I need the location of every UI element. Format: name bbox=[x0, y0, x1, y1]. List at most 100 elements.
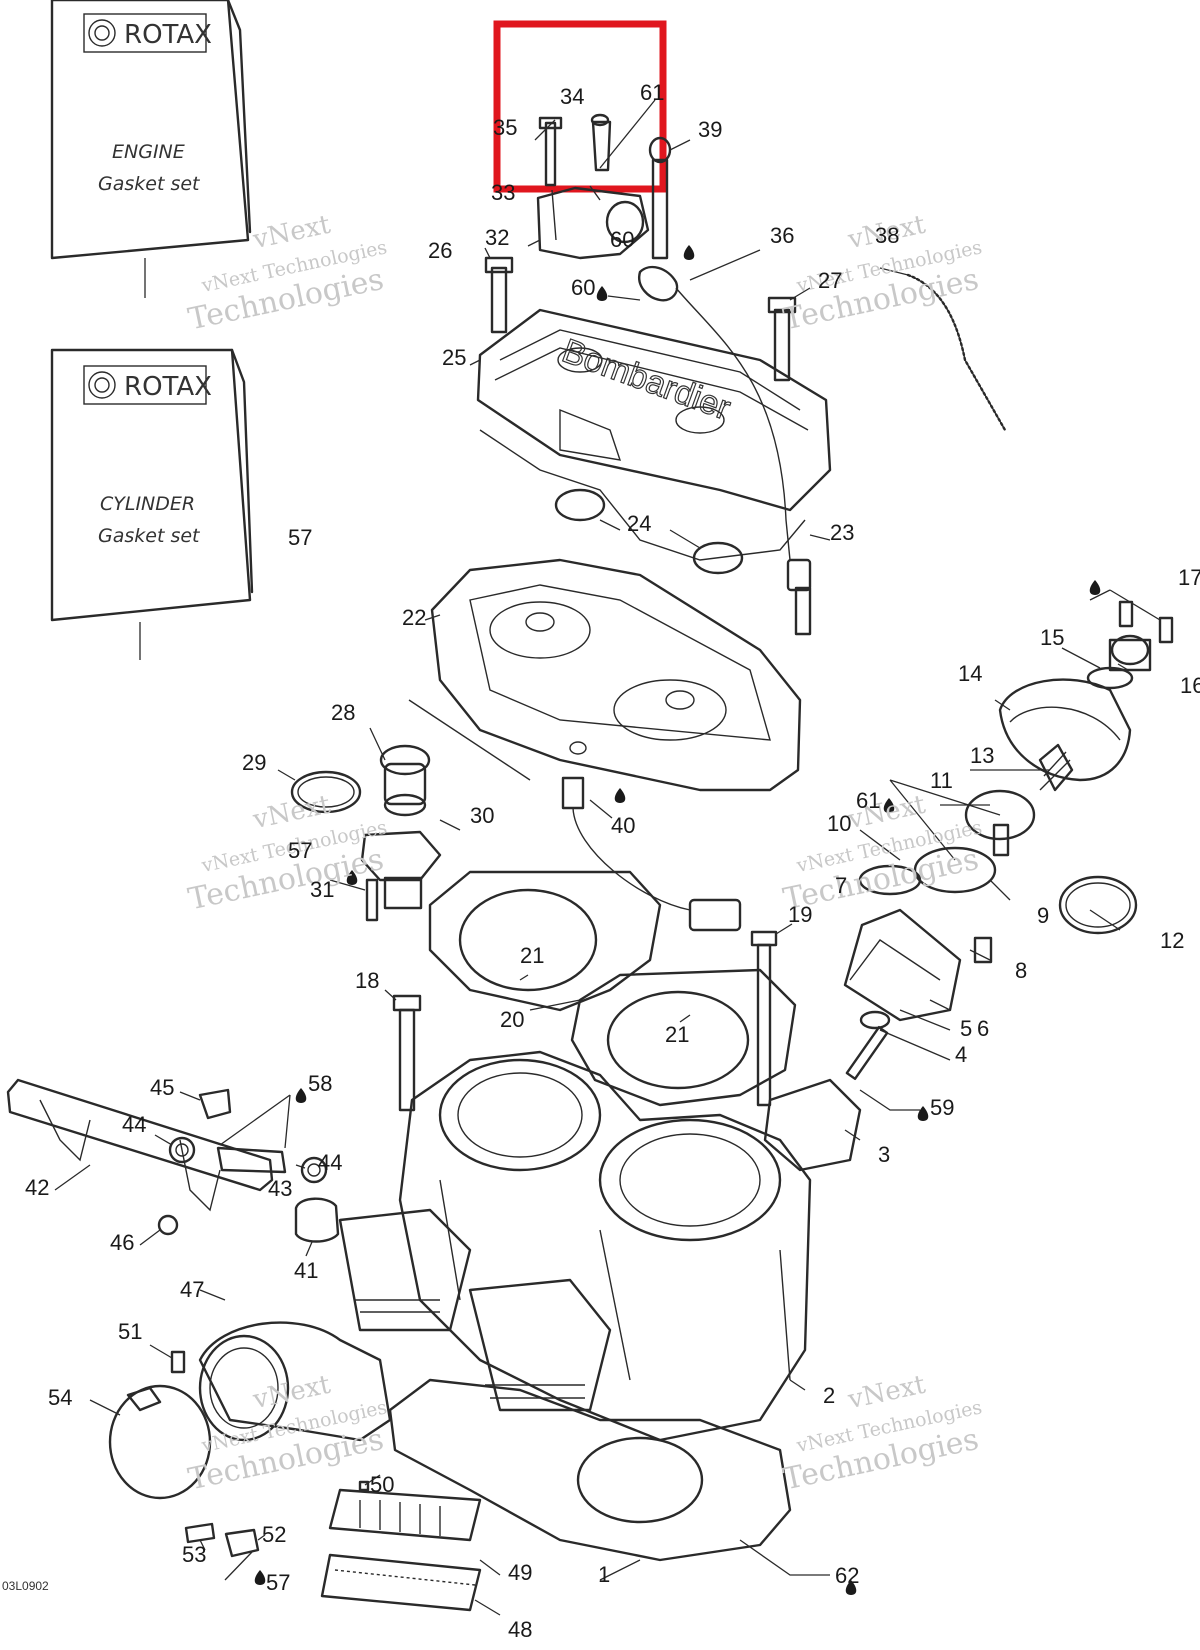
callout-number: 36 bbox=[770, 223, 794, 248]
callout-number: 11 bbox=[930, 768, 953, 793]
callout-number: 59 bbox=[930, 1095, 954, 1120]
callout-number: 45 bbox=[150, 1075, 174, 1100]
callout-number: 21 bbox=[520, 943, 544, 968]
oil-drop-icon bbox=[883, 798, 895, 813]
callout-number: 52 bbox=[262, 1522, 286, 1547]
coolant-sensor bbox=[561, 776, 742, 932]
callout-number: 16 bbox=[1180, 673, 1200, 698]
cylinder-block bbox=[338, 1050, 812, 1442]
callout-number: 43 bbox=[268, 1176, 292, 1201]
callout-number: 50 bbox=[370, 1472, 394, 1497]
callout-number: 44 bbox=[318, 1150, 342, 1175]
callout-number: 9 bbox=[1037, 903, 1049, 928]
svg-text:vNext: vNext bbox=[250, 790, 334, 836]
callout-number: 28 bbox=[331, 700, 355, 725]
callout-number: 61 bbox=[856, 788, 880, 813]
oil-drop-icon bbox=[845, 1580, 857, 1595]
callout-number: 53 bbox=[182, 1542, 206, 1567]
callout-number: 17 bbox=[1178, 565, 1200, 590]
svg-text:vNext: vNext bbox=[250, 210, 334, 256]
callout-number: 31 bbox=[310, 877, 334, 902]
callout-number: 54 bbox=[48, 1385, 72, 1410]
booklet-subtitle: Gasket set bbox=[98, 525, 201, 547]
cylinder-head-cover: Bombardier bbox=[476, 308, 832, 512]
crankcase-gasket bbox=[388, 1378, 792, 1562]
callout-number: 30 bbox=[470, 803, 494, 828]
callout-number: 60 bbox=[610, 227, 634, 252]
callout-number: 8 bbox=[1015, 958, 1027, 983]
callout-number: 13 bbox=[970, 743, 994, 768]
booklet-subtitle: Gasket set bbox=[98, 173, 201, 195]
callout-number: 6 bbox=[977, 1016, 989, 1041]
oil-drop-icon bbox=[683, 245, 695, 260]
engine-gasket-booklet: ROTAX ENGINE Gasket set bbox=[50, 0, 252, 298]
svg-text:Bombardier: Bombardier bbox=[557, 332, 735, 428]
callout-number: 62 bbox=[835, 1563, 859, 1588]
oil-drop-icon bbox=[254, 1570, 266, 1585]
svg-text:vNext: vNext bbox=[250, 1370, 334, 1416]
callout-number: 57 bbox=[288, 525, 312, 550]
callout-number: 12 bbox=[1160, 928, 1184, 953]
callout-number: 32 bbox=[485, 225, 509, 250]
callout-number: 29 bbox=[242, 750, 266, 775]
callout-number: 57 bbox=[266, 1570, 290, 1595]
callout-number: 23 bbox=[830, 520, 854, 545]
callout-number: 20 bbox=[500, 1007, 524, 1032]
callout-number: 41 bbox=[294, 1258, 318, 1283]
callout-number: 47 bbox=[180, 1277, 204, 1302]
callout-number: 18 bbox=[355, 968, 379, 993]
thermostat-assembly bbox=[290, 699, 531, 922]
callout-number: 15 bbox=[1040, 625, 1064, 650]
booklet-title: CYLINDER bbox=[100, 493, 195, 515]
leader-lines bbox=[54, 99, 1161, 1616]
head-gasket-seals bbox=[479, 429, 806, 575]
callout-number: 61 bbox=[640, 80, 664, 105]
callout-number: 35 bbox=[493, 115, 517, 140]
callout-number: 10 bbox=[827, 811, 851, 836]
svg-text:vNext: vNext bbox=[845, 1370, 929, 1416]
drawing-code: 03L0902 bbox=[2, 1579, 49, 1593]
head-bolts bbox=[484, 256, 797, 382]
callout-number: 25 bbox=[442, 345, 466, 370]
callout-number: 44 bbox=[122, 1112, 146, 1137]
cylinder-gasket-booklet: ROTAX CYLINDER Gasket set bbox=[50, 348, 254, 660]
booklet-brand: ROTAX bbox=[124, 20, 212, 50]
callout-number: 27 bbox=[818, 268, 842, 293]
callout-number: 24 bbox=[627, 511, 651, 536]
callout-number: 22 bbox=[402, 605, 426, 630]
callout-number: 14 bbox=[958, 661, 982, 686]
callout-number: 57 bbox=[288, 838, 312, 863]
lubricant-drop-icons bbox=[254, 245, 1101, 1595]
intake-assembly bbox=[108, 1321, 392, 1558]
callout-number: 42 bbox=[25, 1175, 49, 1200]
callout-number: 38 bbox=[875, 223, 899, 248]
callout-number: 60 bbox=[571, 275, 595, 300]
reed-valve bbox=[320, 1480, 482, 1612]
callout-number: 4 bbox=[955, 1042, 967, 1067]
callout-number: 46 bbox=[110, 1230, 134, 1255]
callout-number: 40 bbox=[611, 813, 635, 838]
callout-number: 2 bbox=[823, 1383, 835, 1408]
cylinder-base-gaskets bbox=[428, 870, 797, 1107]
callout-number: 21 bbox=[665, 1022, 689, 1047]
callout-number: 1 bbox=[598, 1562, 610, 1587]
cylinder-bolts bbox=[392, 930, 778, 1112]
oil-drop-icon bbox=[295, 1088, 307, 1103]
callout-number: 19 bbox=[788, 902, 812, 927]
callout-number: 51 bbox=[118, 1319, 142, 1344]
callout-number: 26 bbox=[428, 238, 452, 263]
booklet-title: ENGINE bbox=[112, 141, 185, 163]
oil-drop-icon bbox=[1089, 580, 1101, 595]
callout-number: 7 bbox=[835, 873, 847, 898]
rave-valve-assembly bbox=[763, 600, 1174, 1172]
oil-drop-icon bbox=[346, 870, 358, 885]
callout-number: 49 bbox=[508, 1560, 532, 1585]
callout-number: 5 bbox=[960, 1016, 972, 1041]
